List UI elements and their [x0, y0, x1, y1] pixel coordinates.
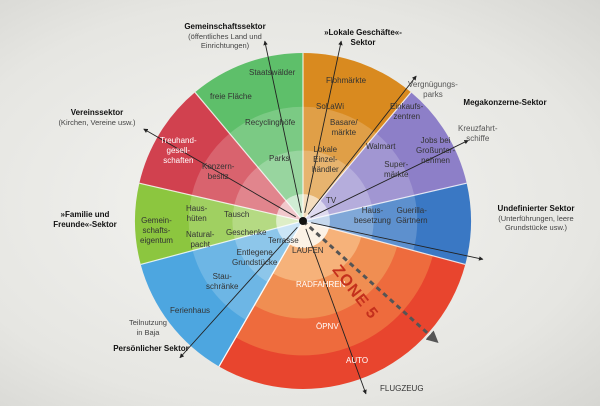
sector-wedge-persoenlich	[140, 221, 303, 367]
sector-divider-5	[302, 91, 412, 222]
persoenlich-note2: in Baja	[136, 327, 160, 337]
sector-divider-6	[302, 182, 467, 222]
sector-divider-1	[140, 220, 304, 266]
sector-inner-shade-familie	[188, 195, 303, 251]
familie-title-line1: »Familie und	[60, 210, 110, 219]
axis-arrow-6	[311, 222, 484, 261]
sector-core-shade-familie	[232, 205, 303, 240]
label-naturalpacht: Natural-pacht	[186, 230, 215, 249]
sector-wedge-verein	[139, 92, 303, 221]
gemeinschaft-note: (öffentliches Land und Einrichtungen)	[188, 31, 262, 51]
label-flohmaerkte: Flohmärkte	[326, 76, 367, 85]
axis-arrow-2	[263, 40, 302, 213]
sector-wedge-mega	[303, 92, 467, 221]
axis-arrow-7	[305, 228, 367, 395]
label-guerilla-gaertnern: Guerilla-Gärtnern	[396, 206, 428, 225]
sector-title-gemeinschaft: Gemeinschaftssektor (öffentliches Land u…	[170, 22, 280, 51]
label-haushueten: Haus-hüten	[186, 204, 208, 223]
label-recyclinghoefe: Recyclinghöfe	[245, 118, 296, 127]
sector-title-undefiniert: Undefinierter Sektor (Unterführungen, le…	[486, 204, 586, 233]
label-stauschraenke: Stau-schränke	[206, 272, 239, 291]
axis-arrow-4	[307, 75, 417, 215]
center-dot	[299, 217, 307, 225]
label-solawi: SoLaWi	[316, 102, 345, 111]
sector-divider-2	[139, 182, 304, 222]
axis-arrow-0	[179, 226, 298, 359]
label-freie-flaeche: freie Fläche	[210, 92, 252, 101]
familie-title-line2: Freunde«-Sektor	[53, 219, 117, 229]
label-vergnuegungsparks: Vergnügungs-parks	[408, 80, 458, 99]
undefiniert-title: Undefinierter Sektor	[497, 204, 575, 213]
lokal-title-line2: Sektor	[350, 37, 376, 47]
label-parks: Parks	[269, 154, 290, 163]
label-geschenke: Geschenke	[226, 228, 267, 237]
verein-title: Vereinssektor	[70, 108, 124, 117]
zone-arrow-dashed	[301, 219, 439, 344]
gemeinschaft-title: Gemeinschaftssektor	[184, 22, 266, 31]
sector-divider-8	[218, 220, 304, 367]
sector-divider-3	[194, 91, 304, 222]
label-tv: TV	[326, 196, 337, 205]
label-gemeinschaftseigentum: Gemein-schafts-eigentum	[140, 216, 173, 245]
label-walmart: Walmart	[366, 142, 396, 151]
sector-title-lokal: »Lokale Geschäfte«- Sektor	[318, 28, 408, 47]
sector-title-verein: Vereinssektor (Kirchen, Vereine usw.)	[42, 108, 152, 127]
persoenlich-title: Persönlicher Sektor	[113, 344, 189, 353]
zone-label-flugzeug: FLUGZEUG	[380, 384, 424, 393]
label-einkaufszentren: Einkaufs-zentren	[390, 102, 424, 121]
label-treuhandgesellschaften: Treuhand-gesell-schaften	[160, 136, 197, 165]
axis-arrow-1	[143, 128, 296, 218]
sector-inner-shade-undefiniert	[303, 195, 418, 251]
zone-label-oepnv: ÖPNV	[316, 322, 339, 331]
verein-note: (Kirchen, Vereine usw.)	[58, 117, 136, 127]
label-terrasse: Terrasse	[268, 236, 299, 245]
zone-label-laufen: LAUFEN	[292, 246, 324, 255]
sector-title-persoenlich: Persönlicher Sektor	[96, 344, 206, 354]
sector-inner-shade-mega	[303, 133, 415, 221]
label-konzernbesitz: Konzern-besitz	[202, 162, 235, 181]
label-hausbesetzung: Haus-besetzung	[354, 206, 391, 225]
sector-note-persoenlich: Teilnutzung in Baja	[118, 318, 178, 337]
zone-label-radfahren: RADFAHREN	[296, 280, 346, 289]
undefiniert-note2: Grundstücke usw.)	[504, 223, 568, 232]
sector-divider-7	[302, 220, 466, 266]
sector-wedge-familie	[135, 183, 303, 265]
sector-title-familie: »Familie und Freunde«-Sektor	[40, 210, 130, 229]
sector-title-mega: Megakonzerne-Sektor	[450, 98, 560, 108]
sector-inner-shade-verein	[191, 133, 303, 221]
label-basare: Basare/märkte	[330, 118, 358, 137]
undefiniert-note1: (Unterführungen, leere	[498, 213, 574, 223]
label-staatswaelder: Staatswälder	[249, 68, 296, 77]
label-kreuzfahrtschiffe: Kreuzfahrt-schiffe	[458, 124, 498, 143]
label-tausch: Tausch	[224, 210, 250, 219]
sector-wedge-undefiniert	[303, 183, 472, 265]
persoenlich-note1: Teilnutzung	[129, 318, 167, 327]
label-ferienhaus: Ferienhaus	[170, 306, 211, 315]
sector-core-shade-undefiniert	[303, 205, 374, 240]
zone-label-auto: AUTO	[346, 356, 369, 365]
sector-inner-shade-persoenlich	[192, 221, 303, 320]
label-supermaerkte: Super-märkte	[384, 160, 409, 179]
mega-title: Megakonzerne-Sektor	[463, 98, 547, 107]
axis-arrow-3	[304, 40, 343, 213]
axis-arrow-5	[310, 139, 469, 218]
lokal-title-line1: »Lokale Geschäfte«-	[324, 28, 402, 37]
